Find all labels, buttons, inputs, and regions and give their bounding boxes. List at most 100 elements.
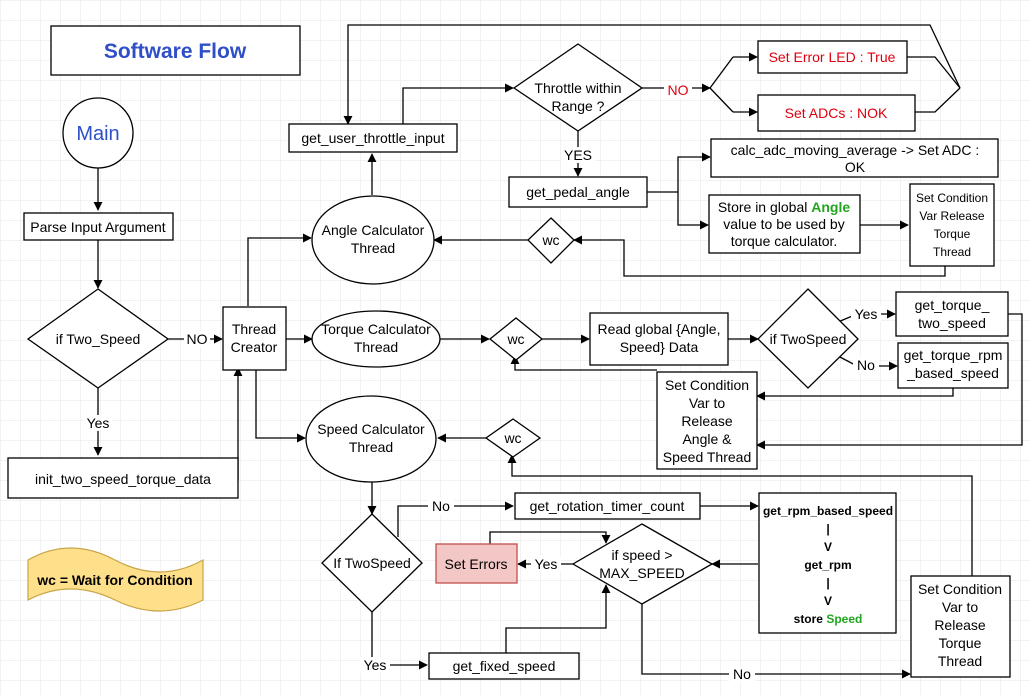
- set-cond-release-torque2-node: Set Condition Var to Release Torque Thre…: [910, 575, 1011, 678]
- get-fixed-speed-label: get_fixed_speed: [453, 658, 556, 674]
- edge-labels: NO Yes NO YES Yes No No Yes Yes No: [84, 82, 881, 682]
- get-torque-two-label-1: get_torque_: [915, 297, 990, 313]
- if-two-speed-label: if Two_Speed: [56, 331, 141, 347]
- if-speed-max-label-1: if speed >: [611, 547, 672, 563]
- set-errors-label: Set Errors: [444, 556, 507, 572]
- edge-label-yes-torque: Yes: [855, 306, 878, 322]
- edge-label-yes-speed: Yes: [364, 657, 387, 673]
- if-twospeed-speed-decision: If TwoSpeed: [321, 513, 423, 613]
- wc-angle-label: wc: [541, 232, 559, 248]
- throttle-range-label-1: Throttle within: [534, 80, 621, 96]
- set-error-led-label: Set Error LED : True: [769, 49, 896, 65]
- if-speed-max-label-2: MAX_SPEED: [599, 565, 685, 581]
- get-user-throttle-label: get_user_throttle_input: [301, 130, 444, 146]
- get-torque-rpm-label-1: get_torque_rpm: [904, 347, 1003, 363]
- wc-speed-decision: wc: [484, 418, 542, 458]
- rpm-chain-sep-3: |: [826, 576, 829, 590]
- if-twospeed-speed-label: If TwoSpeed: [333, 555, 411, 571]
- wc-angle-decision: wc: [527, 217, 575, 264]
- get-torque-two-speed-node: get_torque_ two_speed: [895, 291, 1009, 337]
- read-global-label-2: Speed} Data: [620, 339, 699, 355]
- angle-thread-node: Angle Calculator Thread: [311, 195, 435, 285]
- page-title: Software Flow: [104, 40, 247, 63]
- rpm-chain-line-3: store Speed: [794, 612, 863, 626]
- read-global-node: Read global {Angle, Speed} Data: [589, 312, 729, 366]
- set-cond-angle-speed-node: Set Condition Var to Release Angle & Spe…: [656, 371, 758, 470]
- init-two-speed-node: init_two_speed_torque_data: [7, 457, 239, 499]
- set-cond-release-torque-node: Set Condition Var Release Torque Thread: [909, 183, 995, 267]
- set-cond-torque2-label-4: Torque: [939, 635, 982, 651]
- set-cond-as-label-1: Set Condition: [665, 377, 749, 393]
- parse-input-node: Parse Input Argument: [23, 212, 174, 241]
- rpm-chain-line-2: get_rpm: [804, 558, 851, 572]
- set-cond-release-label-2: Var Release: [919, 209, 984, 223]
- throttle-range-decision: Throttle within Range ?: [512, 43, 644, 132]
- wc-speed-label: wc: [503, 430, 521, 446]
- wc-torque-label: wc: [506, 331, 524, 347]
- set-cond-as-label-2: Var to: [689, 395, 726, 411]
- calc-adc-node: calc_adc_moving_average -> Set ADC : OK: [710, 138, 999, 178]
- edge-label-no-two-speed: NO: [187, 331, 208, 347]
- edge-label-yes-throttle: YES: [564, 147, 592, 163]
- thread-creator-label-2: Creator: [231, 339, 278, 355]
- get-pedal-angle-node: get_pedal_angle: [508, 176, 648, 208]
- angle-thread-label-1: Angle Calculator: [322, 222, 425, 238]
- speed-thread-node: Speed Calculator Thread: [305, 395, 437, 483]
- edges: [93, 24, 1023, 679]
- set-cond-release-label-3: Torque: [934, 227, 971, 241]
- get-torque-rpm-label-2: _based_speed: [906, 365, 999, 381]
- get-rotation-timer-node: get_rotation_timer_count: [514, 492, 701, 520]
- if-two-speed-decision: if Two_Speed: [26, 288, 170, 389]
- store-global-angle-node: Store in global Angle value to be used b…: [708, 194, 861, 254]
- set-cond-torque2-label-3: Release: [934, 617, 986, 633]
- get-pedal-angle-label: get_pedal_angle: [526, 184, 630, 200]
- if-twospeed-torque-label: if TwoSpeed: [770, 331, 847, 347]
- angle-thread-label-2: Thread: [351, 240, 395, 256]
- set-errors-node: Set Errors: [435, 543, 518, 584]
- set-cond-as-label-5: Speed Thread: [663, 449, 751, 465]
- set-cond-as-label-4: Angle &: [682, 431, 732, 447]
- set-cond-as-label-3: Release: [681, 413, 733, 429]
- rpm-chain-sep-2: V: [824, 540, 832, 554]
- get-user-throttle-node: get_user_throttle_input: [288, 123, 458, 153]
- torque-thread-label-2: Thread: [354, 339, 398, 355]
- edge-label-no-speed: No: [432, 498, 450, 514]
- store-global-line-3: torque calculator.: [731, 233, 838, 249]
- note-shape: wc = Wait for Condition: [27, 547, 204, 612]
- main-start-node: Main: [62, 97, 134, 169]
- title-box: Software Flow: [50, 25, 301, 76]
- read-global-label-1: Read global {Angle,: [598, 321, 721, 337]
- thread-creator-label-1: Thread: [232, 321, 276, 337]
- rpm-chain-line-1: get_rpm_based_speed: [763, 504, 893, 518]
- edge-label-yes-errors: Yes: [535, 556, 558, 572]
- throttle-range-label-2: Range ?: [552, 98, 605, 114]
- main-label: Main: [76, 123, 119, 145]
- if-twospeed-torque-decision: if TwoSpeed: [757, 288, 859, 389]
- speed-thread-label-2: Thread: [349, 439, 393, 455]
- store-global-line-2: value to be used by: [723, 216, 844, 232]
- set-cond-torque2-label-1: Set Condition: [918, 581, 1002, 597]
- set-cond-torque2-label-5: Thread: [938, 653, 982, 669]
- get-fixed-speed-node: get_fixed_speed: [428, 652, 580, 680]
- wc-torque-decision: wc: [488, 317, 544, 361]
- edge-label-no-throttle: NO: [668, 82, 689, 98]
- set-error-led-node: Set Error LED : True: [757, 40, 908, 74]
- set-cond-release-label-4: Thread: [933, 245, 971, 259]
- edge-label-no-torque: No: [857, 357, 875, 373]
- edge-label-no-max: No: [733, 666, 751, 682]
- store-global-line-1: Store in global Angle: [718, 199, 851, 215]
- torque-thread-node: Torque Calculator Thread: [311, 310, 441, 368]
- rpm-chain-node: get_rpm_based_speed | V get_rpm | V stor…: [758, 492, 897, 634]
- get-torque-rpm-node: get_torque_rpm _based_speed: [897, 342, 1009, 389]
- set-cond-torque2-label-2: Var to: [942, 599, 979, 615]
- note-label: wc = Wait for Condition: [36, 572, 192, 588]
- torque-thread-label-1: Torque Calculator: [321, 321, 431, 337]
- set-adcs-node: Set ADCs : NOK: [757, 94, 916, 132]
- set-cond-release-label-1: Set Condition: [916, 191, 988, 205]
- set-adcs-label: Set ADCs : NOK: [785, 105, 888, 121]
- get-rotation-timer-label: get_rotation_timer_count: [530, 498, 685, 514]
- speed-thread-label-1: Speed Calculator: [317, 421, 425, 437]
- thread-creator-node: Thread Creator: [222, 306, 287, 371]
- rpm-chain-sep-4: V: [824, 594, 832, 608]
